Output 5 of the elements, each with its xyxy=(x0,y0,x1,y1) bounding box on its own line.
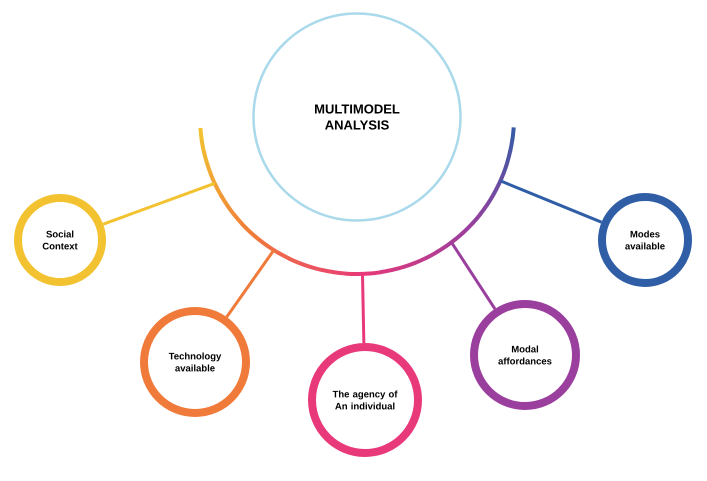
connector xyxy=(360,274,366,344)
connector xyxy=(500,180,602,224)
connector xyxy=(225,249,275,318)
connector xyxy=(450,242,496,310)
connector xyxy=(102,182,216,226)
